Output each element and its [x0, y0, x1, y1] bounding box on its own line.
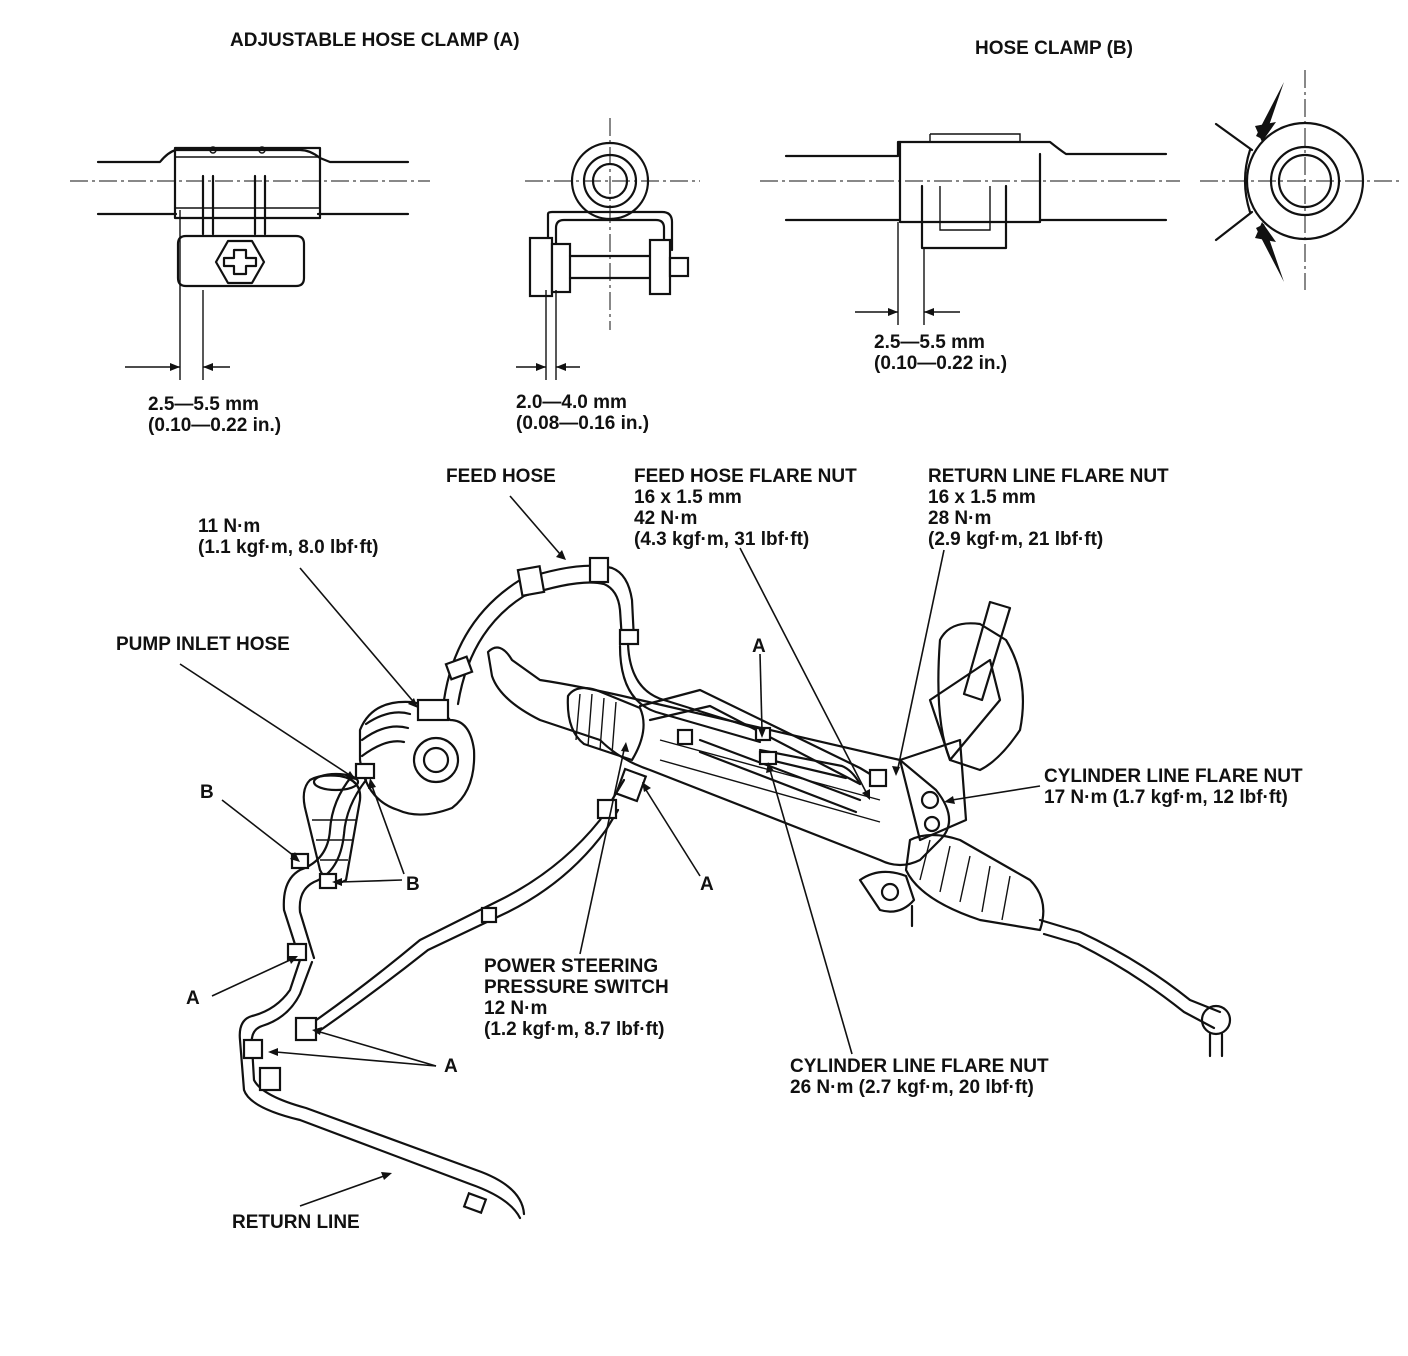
pump-inlet-hose-label: PUMP INLET HOSE: [116, 634, 290, 655]
clamp-b-end-view: [1200, 70, 1400, 290]
callout-a: A: [444, 1056, 458, 1077]
cylinder-line-flare-nut-26-label: CYLINDER LINE FLARE NUT 26 N·m (2.7 kgf·…: [790, 1056, 1049, 1098]
callout-a: A: [700, 874, 714, 895]
clamp-a-title: ADJUSTABLE HOSE CLAMP (A): [230, 30, 520, 51]
return-line-flare-nut-label: RETURN LINE FLARE NUT 16 x 1.5 mm 28 N·m…: [928, 466, 1169, 550]
pressure-switch-label: POWER STEERING PRESSURE SWITCH 12 N·m (1…: [484, 956, 669, 1040]
clamp-b-side-dimension: 2.5—5.5 mm (0.10—0.22 in.): [874, 332, 1007, 374]
feed-hose-label: FEED HOSE: [446, 466, 556, 487]
return-line-label: RETURN LINE: [232, 1212, 360, 1233]
callout-a: A: [752, 636, 766, 657]
clamp-b-title: HOSE CLAMP (B): [975, 38, 1133, 59]
feed-hose-flare-nut-label: FEED HOSE FLARE NUT 16 x 1.5 mm 42 N·m (…: [634, 466, 857, 550]
dimension-in: (0.10—0.22 in.): [148, 415, 282, 436]
clamp-a-end-view: [516, 118, 700, 380]
leader-lines: [179, 495, 1041, 1207]
pump-torque-label: 11 N·m (1.1 kgf·m, 8.0 lbf·ft): [198, 516, 379, 558]
clamp-a-end-dimension: 2.0—4.0 mm (0.08—0.16 in.): [516, 392, 649, 434]
dimension-mm: 2.5—5.5 mm: [148, 394, 259, 415]
cylinder-line-flare-nut-17-label: CYLINDER LINE FLARE NUT 17 N·m (1.7 kgf·…: [1044, 766, 1303, 808]
clamp-a-side-dimension: 2.5—5.5 mm (0.10—0.22 in.): [148, 394, 281, 436]
dimension-mm: 2.0—4.0 mm: [516, 392, 627, 413]
clamp-a-side-view: [70, 146, 430, 380]
clamp-b-side-view: [760, 133, 1180, 325]
dimension-mm: 2.5—5.5 mm: [874, 332, 985, 353]
callout-b: B: [200, 782, 214, 803]
steering-assembly: [238, 556, 1232, 1220]
callout-b: B: [406, 874, 420, 895]
callout-a: A: [186, 988, 200, 1009]
dimension-in: (0.08—0.16 in.): [516, 413, 650, 434]
dimension-in: (0.10—0.22 in.): [874, 353, 1008, 374]
